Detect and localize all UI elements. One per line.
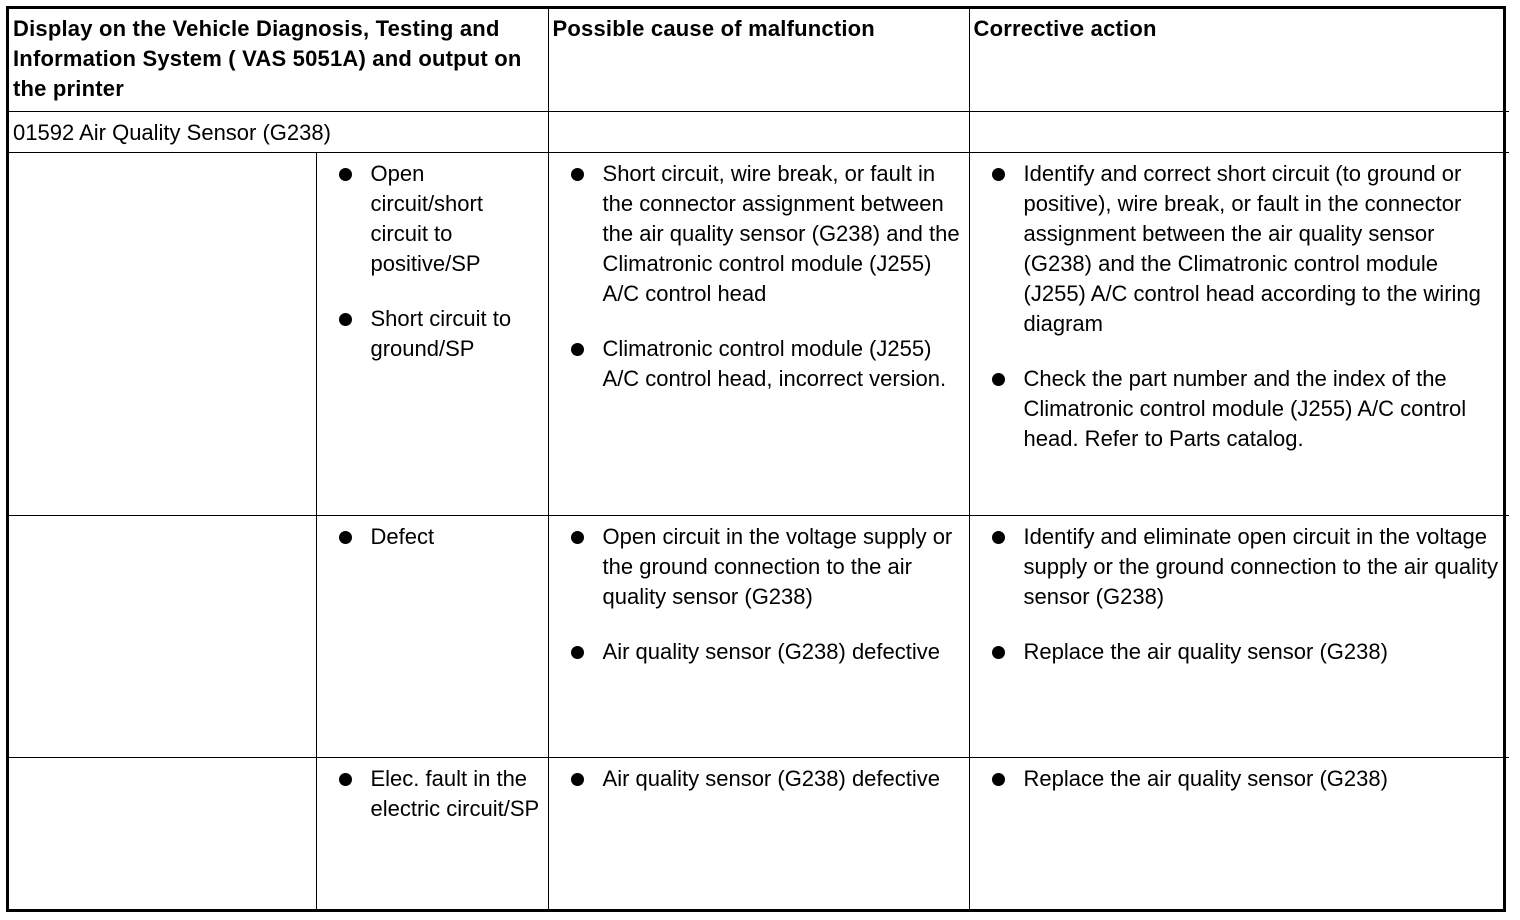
bullet-icon — [991, 772, 1005, 786]
list-item: Air quality sensor (G238) defective — [549, 764, 963, 794]
bullet-icon — [991, 167, 1005, 181]
empty-cell — [968, 110, 1510, 153]
list-item: Replace the air quality sensor (G238) — [970, 637, 1504, 667]
list-item: Elec. fault in the electric circuit/SP — [317, 764, 542, 824]
empty-cell — [9, 514, 317, 758]
cause-cell: Open circuit in the voltage supply or th… — [547, 514, 970, 758]
bullet-icon — [338, 312, 352, 326]
action-cell: Identify and correct short circuit (to g… — [968, 151, 1510, 516]
display-cell: Elec. fault in the electric circuit/SP — [315, 756, 549, 909]
bullet-icon — [338, 530, 352, 544]
empty-cell — [9, 756, 317, 909]
list-item: Short circuit to ground/SP — [317, 304, 542, 364]
bullet-icon — [570, 167, 584, 181]
bullet-icon — [338, 167, 352, 181]
bullet-icon — [991, 645, 1005, 659]
list-item: Identify and correct short circuit (to g… — [970, 159, 1504, 339]
list-item: Climatronic control module (J255) A/C co… — [549, 334, 963, 394]
list-item: Open circuit in the voltage supply or th… — [549, 522, 963, 612]
cause-cell: Short circuit, wire break, or fault in t… — [547, 151, 970, 516]
display-cell: Defect — [315, 514, 549, 758]
diagnostic-table-frame: Display on the Vehicle Diagnosis, Testin… — [6, 6, 1510, 912]
cause-cell: Air quality sensor (G238) defective — [547, 756, 970, 909]
display-cell: Open circuit/short circuit to positive/S… — [315, 151, 549, 516]
table-row: Elec. fault in the electric circuit/SP A… — [9, 756, 1510, 909]
fault-code-row: 01592 Air Quality Sensor (G238) — [9, 110, 1510, 153]
table-row: Defect Open circuit in the voltage suppl… — [9, 514, 1510, 758]
list-item: Defect — [317, 522, 542, 552]
header-row: Display on the Vehicle Diagnosis, Testin… — [9, 9, 1510, 112]
action-cell: Identify and eliminate open circuit in t… — [968, 514, 1510, 758]
list-item: Check the part number and the index of t… — [970, 364, 1504, 454]
list-item: Replace the air quality sensor (G238) — [970, 764, 1504, 794]
empty-cell — [9, 151, 317, 516]
bullet-icon — [991, 372, 1005, 386]
bullet-icon — [338, 772, 352, 786]
list-item: Identify and eliminate open circuit in t… — [970, 522, 1504, 612]
diagnostic-table: Display on the Vehicle Diagnosis, Testin… — [9, 9, 1510, 909]
bullet-icon — [570, 342, 584, 356]
list-item: Short circuit, wire break, or fault in t… — [549, 159, 963, 309]
header-cause: Possible cause of malfunction — [547, 9, 970, 112]
header-action: Corrective action — [968, 9, 1510, 112]
empty-cell — [547, 110, 970, 153]
list-item: Air quality sensor (G238) defective — [549, 637, 963, 667]
bullet-icon — [570, 772, 584, 786]
table-row: Open circuit/short circuit to positive/S… — [9, 151, 1510, 516]
list-item: Open circuit/short circuit to positive/S… — [317, 159, 542, 279]
bullet-icon — [570, 530, 584, 544]
bullet-icon — [570, 645, 584, 659]
header-display: Display on the Vehicle Diagnosis, Testin… — [9, 9, 549, 112]
action-cell: Replace the air quality sensor (G238) — [968, 756, 1510, 909]
bullet-icon — [991, 530, 1005, 544]
fault-code: 01592 Air Quality Sensor (G238) — [9, 110, 549, 153]
